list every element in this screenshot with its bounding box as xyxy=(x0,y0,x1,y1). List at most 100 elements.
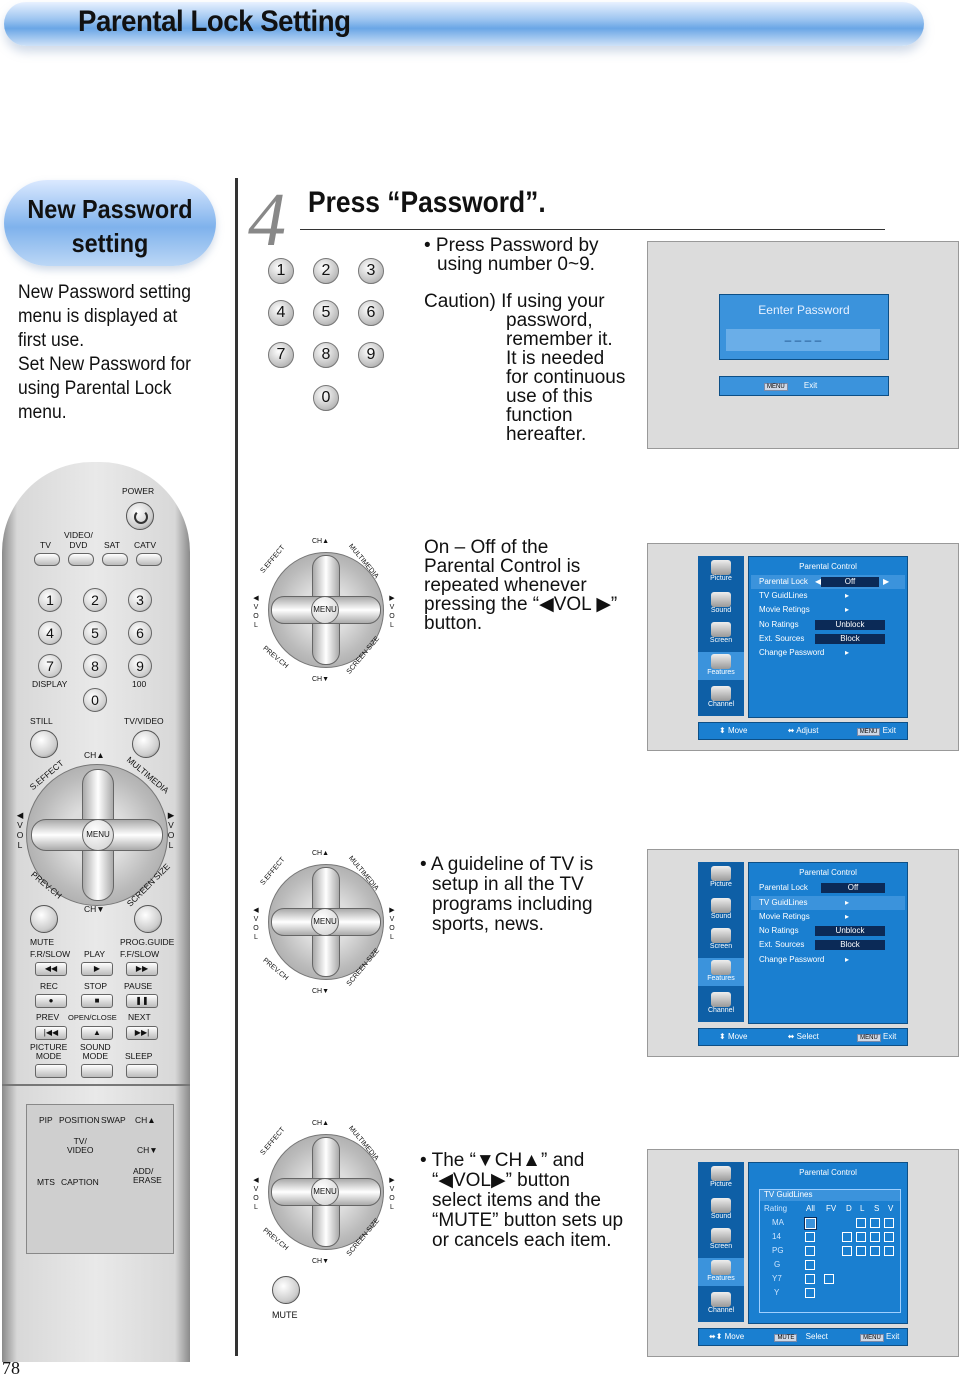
fastforward-button[interactable]: ▶▶ xyxy=(126,962,158,976)
sound-icon xyxy=(711,898,731,913)
remote-key-4[interactable]: 4 xyxy=(38,621,62,645)
checkbox[interactable] xyxy=(805,1274,815,1284)
mute-button[interactable] xyxy=(272,1276,300,1304)
sidebar-sound[interactable]: Sound xyxy=(698,1196,744,1224)
remote-menu-button[interactable]: MENU xyxy=(82,819,114,851)
sidebar-sound[interactable]: Sound xyxy=(698,590,744,618)
checkbox[interactable] xyxy=(842,1246,852,1256)
remote-key-2[interactable]: 2 xyxy=(83,588,107,612)
checkbox[interactable] xyxy=(842,1232,852,1242)
catv-button[interactable] xyxy=(136,553,162,566)
osd-item-tv-guidlines[interactable]: TV GuidLines xyxy=(759,898,808,907)
remote-key-8[interactable]: 8 xyxy=(83,654,107,678)
mute-button[interactable] xyxy=(30,905,58,933)
sidebar-features[interactable]: Features xyxy=(698,1258,744,1286)
section-pill xyxy=(4,180,216,266)
osd-item-parental-lock[interactable]: Parental Lock xyxy=(759,883,808,892)
keypad-key-2[interactable]: 2 xyxy=(313,258,339,284)
checkbox[interactable] xyxy=(805,1260,815,1270)
rewind-button[interactable]: ◀◀ xyxy=(35,962,67,976)
sidebar-picture[interactable]: Picture xyxy=(698,864,744,892)
keypad-key-9[interactable]: 9 xyxy=(358,342,384,368)
dpad-menu-button[interactable]: MENU xyxy=(311,1178,339,1206)
keypad-key-4[interactable]: 4 xyxy=(268,300,294,326)
keypad-key-0[interactable]: 0 xyxy=(313,385,339,411)
tvvideo-button[interactable] xyxy=(132,730,160,758)
rec-button[interactable]: ● xyxy=(35,994,67,1008)
remote-key-1[interactable]: 1 xyxy=(38,588,62,612)
sat-button[interactable] xyxy=(102,553,128,566)
osd-item-parental-lock[interactable]: Parental Lock xyxy=(759,577,808,586)
tv-button[interactable] xyxy=(34,553,60,566)
checkbox[interactable] xyxy=(805,1288,815,1298)
proguide-button[interactable] xyxy=(134,905,162,933)
sidebar-screen[interactable]: Screen xyxy=(698,926,744,954)
prev-button[interactable]: |◀◀ xyxy=(35,1026,67,1040)
sidebar-screen[interactable]: Screen xyxy=(698,1226,744,1254)
password-input[interactable]: – – – – xyxy=(726,329,880,351)
keypad-key-7[interactable]: 7 xyxy=(268,342,294,368)
videodvd-button[interactable] xyxy=(68,553,94,566)
checkbox[interactable] xyxy=(856,1232,866,1242)
osd-item-change-password[interactable]: Change Password xyxy=(759,955,825,964)
play-button[interactable]: ▶ xyxy=(81,962,113,976)
soundmode-button[interactable] xyxy=(81,1064,113,1078)
checkbox[interactable] xyxy=(856,1246,866,1256)
osd-item-ext-sources[interactable]: Ext. Sources xyxy=(759,634,805,643)
osd-item-movie-retings[interactable]: Movie Retings xyxy=(759,605,810,614)
pause-button[interactable]: ❚❚ xyxy=(126,994,158,1008)
keypad-key-3[interactable]: 3 xyxy=(358,258,384,284)
checkbox[interactable] xyxy=(856,1218,866,1228)
remote-key-3[interactable]: 3 xyxy=(128,588,152,612)
play-label: PLAY xyxy=(84,949,106,959)
footer-select: Select xyxy=(805,1332,828,1341)
checkbox[interactable] xyxy=(884,1218,894,1228)
checkbox[interactable] xyxy=(870,1218,880,1228)
power-button[interactable] xyxy=(126,502,154,530)
sidebar-screen[interactable]: Screen xyxy=(698,620,744,648)
osd-item-change-password[interactable]: Change Password xyxy=(759,648,825,657)
osd-item-no-ratings[interactable]: No Ratings xyxy=(759,926,799,935)
checkbox[interactable] xyxy=(870,1246,880,1256)
remote-key-7[interactable]: 7 xyxy=(38,654,62,678)
sidebar-channel[interactable]: Channel xyxy=(698,990,744,1018)
sidebar-channel[interactable]: Channel xyxy=(698,1290,744,1318)
sidebar-picture[interactable]: Picture xyxy=(698,558,744,586)
section4-line: “MUTE” button sets up xyxy=(432,1210,624,1231)
checkbox[interactable] xyxy=(804,1217,817,1230)
stop-button[interactable]: ■ xyxy=(81,994,113,1008)
checkbox[interactable] xyxy=(805,1246,815,1256)
sidebar-features[interactable]: Features xyxy=(698,958,744,986)
dpad-menu-button[interactable]: MENU xyxy=(311,908,339,936)
osd-item-movie-retings[interactable]: Movie Retings xyxy=(759,912,810,921)
remote-key-5[interactable]: 5 xyxy=(83,621,107,645)
checkbox[interactable] xyxy=(884,1232,894,1242)
sidebar-features[interactable]: Features xyxy=(698,652,744,680)
osd-item-tv-guidlines[interactable]: TV GuidLines xyxy=(759,591,808,600)
keypad-key-8[interactable]: 8 xyxy=(313,342,339,368)
sidebar-picture[interactable]: Picture xyxy=(698,1164,744,1192)
remote-key-0[interactable]: 0 xyxy=(83,688,107,712)
checkbox[interactable] xyxy=(824,1274,834,1284)
remote-key-6[interactable]: 6 xyxy=(128,621,152,645)
remote-key-9[interactable]: 9 xyxy=(128,654,152,678)
checkbox[interactable] xyxy=(884,1246,894,1256)
openclose-button[interactable]: ▲ xyxy=(81,1026,113,1040)
still-button[interactable] xyxy=(30,730,58,758)
keypad-key-6[interactable]: 6 xyxy=(358,300,384,326)
section-pill-title: New Password setting xyxy=(15,192,206,260)
keypad-key-1[interactable]: 1 xyxy=(268,258,294,284)
sidebar-label: Channel xyxy=(707,701,735,708)
picturemode-button[interactable] xyxy=(35,1064,67,1078)
osd-item-no-ratings[interactable]: No Ratings xyxy=(759,620,799,629)
sidebar-sound[interactable]: Sound xyxy=(698,896,744,924)
sidebar-channel[interactable]: Channel xyxy=(698,684,744,712)
next-button[interactable]: ▶▶| xyxy=(126,1026,158,1040)
checkbox[interactable] xyxy=(870,1232,880,1242)
dpad-menu-button[interactable]: MENU xyxy=(311,596,339,624)
checkbox[interactable] xyxy=(805,1232,815,1242)
osd-item-ext-sources[interactable]: Ext. Sources xyxy=(759,940,805,949)
sleep-button[interactable] xyxy=(126,1064,158,1078)
keypad-key-5[interactable]: 5 xyxy=(313,300,339,326)
